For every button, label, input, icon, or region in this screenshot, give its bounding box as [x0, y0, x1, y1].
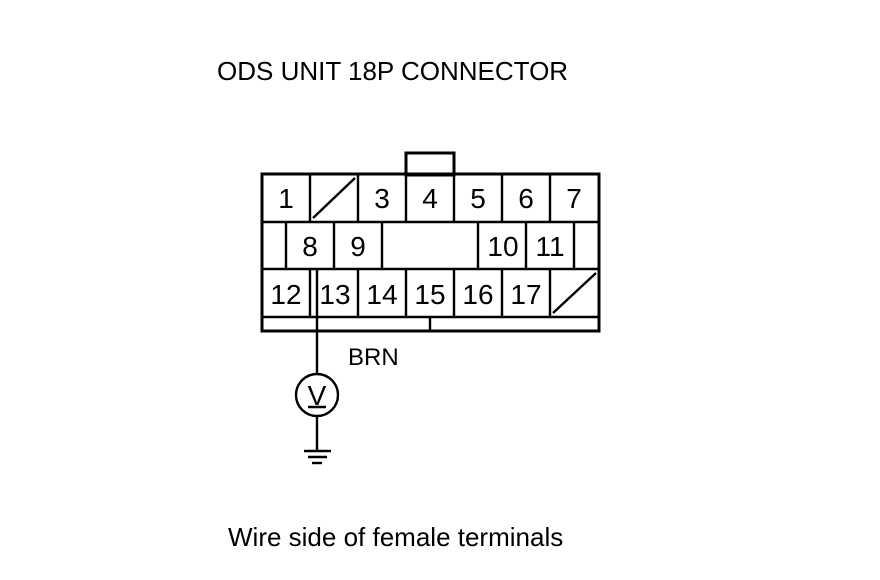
- pin-10: 10: [487, 231, 518, 262]
- pin-9: 9: [350, 231, 366, 262]
- pin-14: 14: [366, 279, 397, 310]
- diagram-caption: Wire side of female terminals: [228, 522, 563, 552]
- pin-1: 1: [278, 183, 294, 214]
- voltmeter-icon: V: [294, 372, 340, 418]
- pin-11: 11: [535, 231, 564, 262]
- ground-icon: [304, 449, 331, 465]
- pin-17: 17: [510, 279, 541, 310]
- connector-body: [260, 172, 601, 333]
- empty-cavity-18: [552, 272, 597, 314]
- pin-5: 5: [470, 183, 486, 214]
- diagram-title: ODS UNIT 18P CONNECTOR: [217, 56, 568, 86]
- empty-cavity-2: [312, 177, 356, 219]
- wire-color-label: BRN: [348, 344, 399, 371]
- pin-12: 12: [270, 279, 301, 310]
- pin-3: 3: [374, 183, 390, 214]
- voltmeter-symbol: V: [308, 380, 327, 411]
- pin-8: 8: [302, 231, 318, 262]
- pin-16: 16: [462, 279, 493, 310]
- connector-lock-tab: [404, 151, 456, 177]
- pin-4: 4: [422, 183, 438, 214]
- pin-15: 15: [414, 279, 445, 310]
- pin-6: 6: [518, 183, 534, 214]
- pin-7: 7: [566, 183, 582, 214]
- pin-13: 13: [319, 279, 350, 310]
